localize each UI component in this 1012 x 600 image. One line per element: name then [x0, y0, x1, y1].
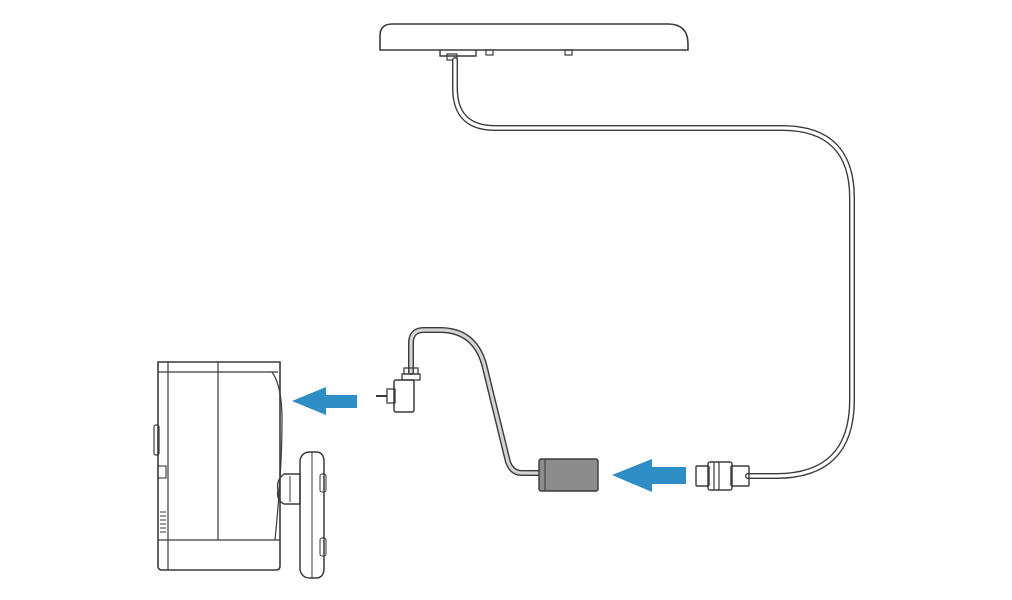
barrel-plug: [376, 367, 421, 413]
adapter-socket: [538, 458, 599, 492]
solar-panel: [379, 23, 689, 61]
solar-cable: [452, 57, 855, 479]
usb-plug: [695, 461, 750, 491]
camera: [153, 361, 283, 571]
arrow-left-icon: [292, 387, 357, 415]
speaker-grill: [160, 511, 166, 533]
arrow-left-icon: [612, 459, 686, 492]
camera-mount: [276, 451, 327, 579]
adapter-cable: [408, 327, 543, 476]
